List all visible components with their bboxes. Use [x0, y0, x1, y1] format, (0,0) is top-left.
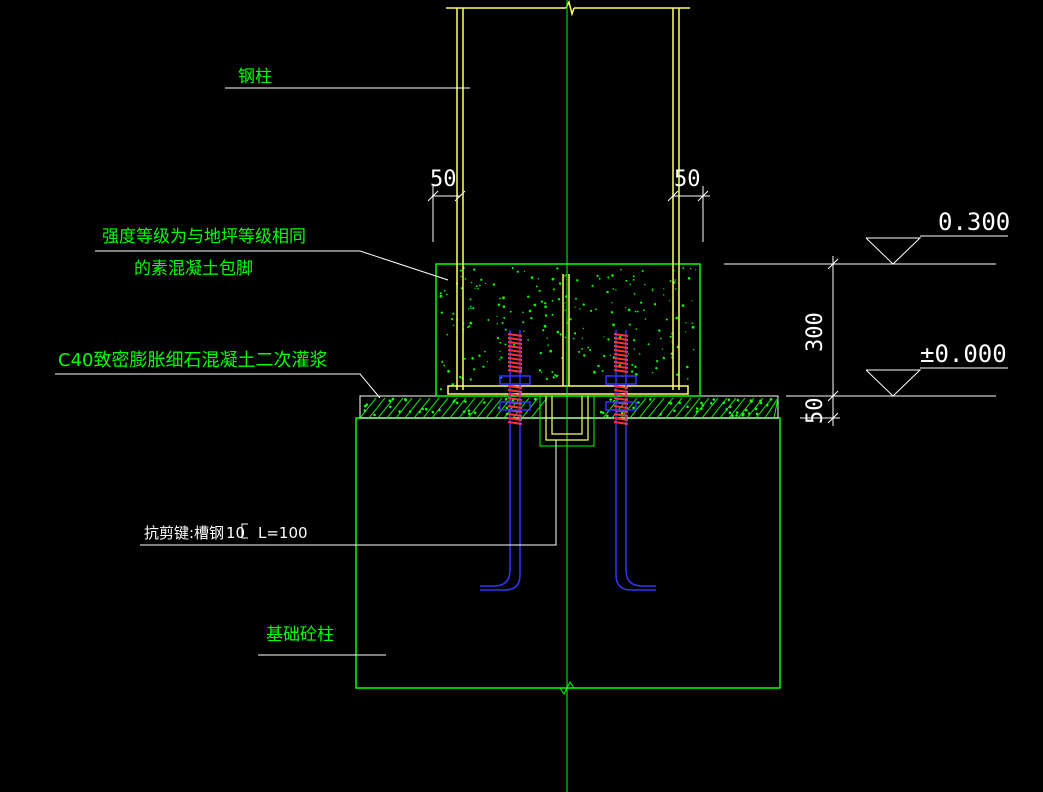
dim-right-50: 50	[674, 167, 701, 192]
dim-50-height: 50	[803, 398, 828, 425]
height-dimensions	[724, 256, 840, 426]
grout-layer	[359, 395, 779, 419]
dim-300: 300	[803, 312, 828, 352]
break-mark-bottom	[559, 681, 575, 695]
elevation-ground: ±0.000	[920, 340, 1007, 368]
shear-key-channel	[545, 396, 589, 441]
dim-left-50: 50	[430, 167, 457, 192]
leader-grout	[55, 373, 381, 399]
steel-column	[446, 0, 690, 395]
label-encasement-2: 的素混凝土包脚	[134, 259, 253, 279]
anchor-bolt-right	[605, 330, 656, 591]
channel-symbol-icon	[241, 523, 248, 539]
foundation-column	[355, 417, 781, 689]
concrete-encasement	[435, 263, 701, 397]
leader-shear-key	[140, 440, 557, 546]
width-dimensions	[427, 186, 710, 242]
label-shear-key-prefix: 抗剪键:槽钢	[144, 524, 224, 542]
anchor-bolt-left	[480, 330, 531, 591]
elevation-top: 0.300	[938, 208, 1010, 236]
label-encasement-1: 强度等级为与地坪等级相同	[102, 227, 306, 247]
leader-encasement	[95, 250, 449, 281]
label-foundation: 基础砼柱	[266, 625, 334, 645]
elevation-marks	[840, 235, 1008, 397]
label-shear-key-length: L=100	[258, 524, 308, 542]
label-steel-column: 钢柱	[238, 67, 272, 87]
label-shear-key-size: 10	[226, 524, 245, 542]
label-grout: C40致密膨胀细石混凝土二次灌浆	[58, 350, 327, 371]
